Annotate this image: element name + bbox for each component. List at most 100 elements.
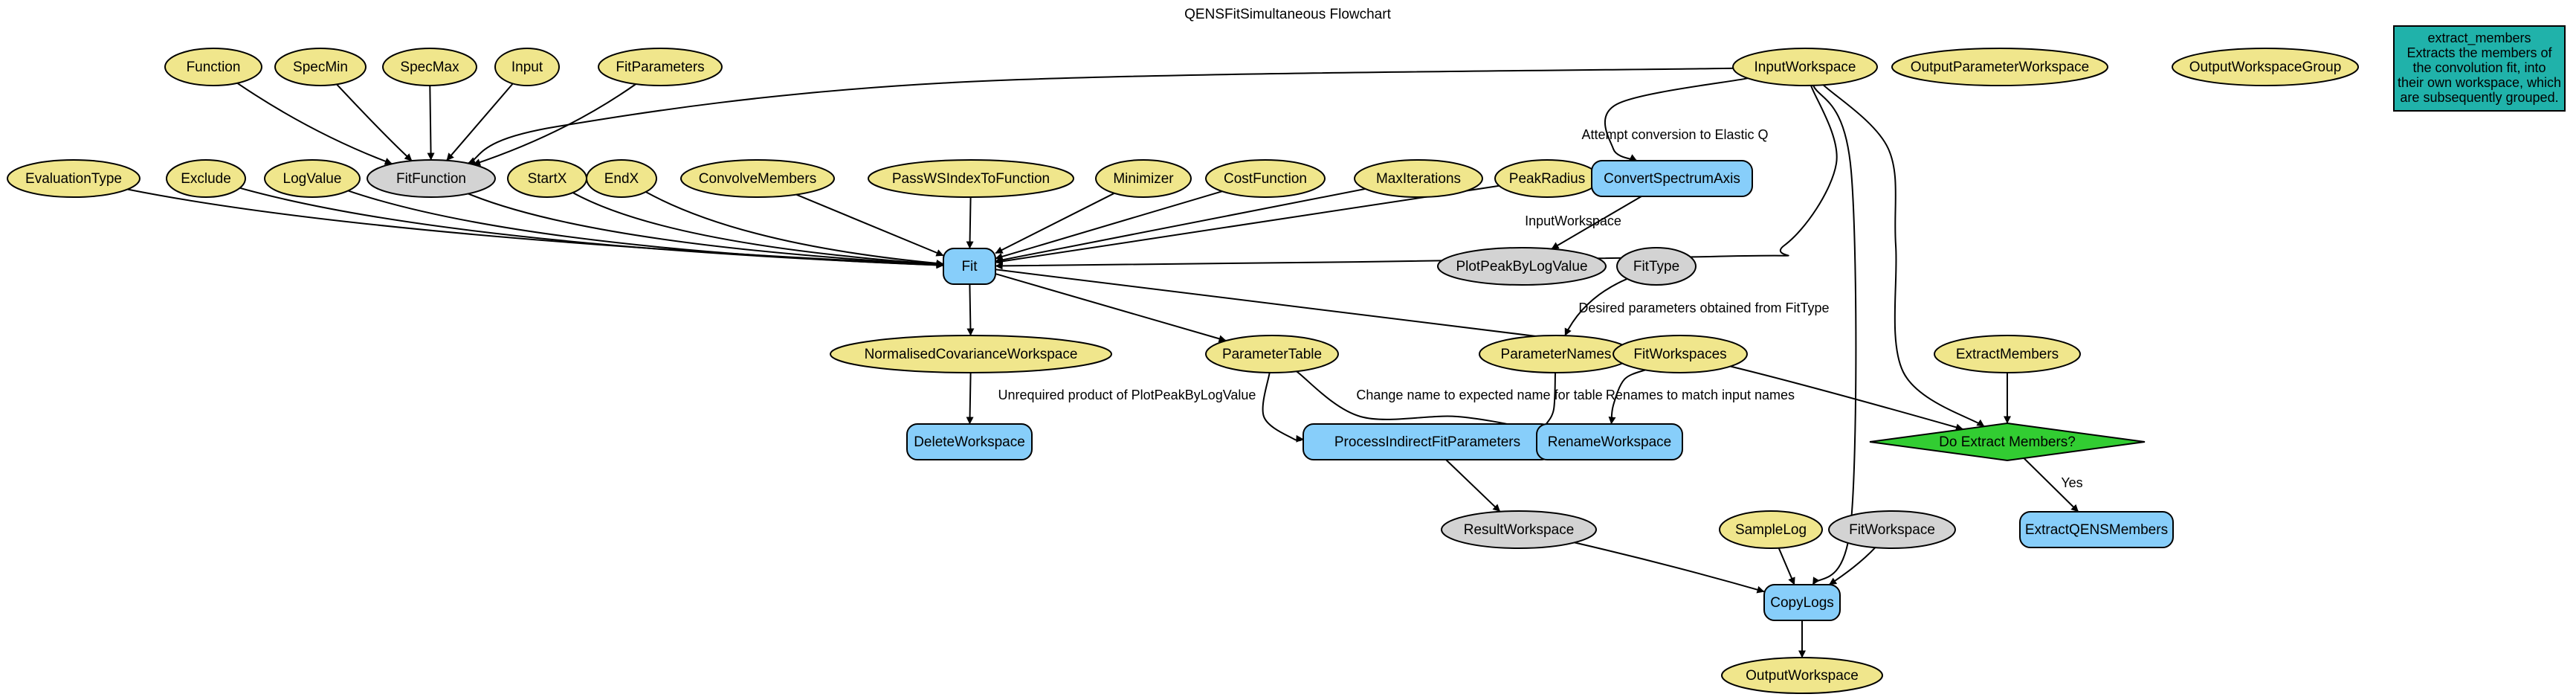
property-ellipse bbox=[264, 159, 361, 198]
node-extract-qensmembers: ExtractQENSMembers bbox=[2019, 511, 2174, 548]
edge-fit-to-parameter-table bbox=[995, 273, 1227, 343]
node-label: FitFunction bbox=[396, 171, 466, 187]
node-fit-type: FitType bbox=[1616, 247, 1697, 286]
node-label: CopyLogs bbox=[1770, 595, 1834, 611]
node-label: DeleteWorkspace bbox=[914, 434, 1025, 450]
node-label: SampleLog bbox=[1735, 522, 1807, 538]
node-label: Fit bbox=[961, 259, 978, 274]
edge-label: Yes bbox=[2061, 475, 2082, 490]
node-exclude: Exclude bbox=[166, 159, 246, 198]
algorithm-box bbox=[1591, 160, 1753, 197]
note-box bbox=[2393, 25, 2566, 112]
node-label: SpecMin bbox=[293, 60, 348, 75]
property-ellipse bbox=[1205, 335, 1339, 373]
edge-spec-min-to-fit-function bbox=[336, 83, 413, 161]
edge-minimizer-to-fit bbox=[995, 192, 1115, 254]
node-label: ExtractQENSMembers bbox=[2025, 522, 2168, 538]
node-label: PassWSIndexToFunction bbox=[892, 171, 1050, 187]
edge-max-iterations-to-fit bbox=[995, 187, 1366, 264]
node-max-iterations: MaxIterations bbox=[1354, 159, 1483, 198]
property-ellipse bbox=[830, 335, 1112, 373]
value-ellipse bbox=[1828, 510, 1956, 549]
property-ellipse bbox=[680, 159, 835, 198]
node-fit: Fit bbox=[943, 248, 996, 285]
property-ellipse bbox=[586, 159, 657, 198]
edge-exclude-to-fit bbox=[239, 187, 944, 269]
edge-normalised-covariance-workspace-to-delete-workspace bbox=[966, 372, 974, 425]
property-ellipse bbox=[1354, 159, 1483, 198]
node-label: FitWorkspace bbox=[1849, 522, 1935, 538]
edge-layer: Attempt conversion to Elastic Q InputWork… bbox=[127, 67, 2083, 658]
node-label: MaxIterations bbox=[1376, 171, 1461, 187]
node-label: RenameWorkspace bbox=[1548, 434, 1672, 450]
node-cost-function: CostFunction bbox=[1205, 159, 1326, 198]
node-label: EvaluationType bbox=[25, 171, 122, 187]
node-spec-min: SpecMin bbox=[274, 48, 367, 86]
edge-label: Renames to match input names bbox=[1606, 388, 1795, 402]
note-line: Extracts the members of bbox=[2406, 45, 2552, 60]
node-label: OutputWorkspace bbox=[1746, 668, 1859, 684]
node-label: Do Extract Members? bbox=[1939, 434, 2076, 450]
edge-start-x-to-fit bbox=[572, 192, 944, 268]
edge-label: InputWorkspace bbox=[1525, 213, 1621, 228]
node-label: ResultWorkspace bbox=[1464, 522, 1575, 538]
node-output-parameter-workspace: OutputParameterWorkspace bbox=[1891, 48, 2108, 86]
node-label: FitType bbox=[1633, 259, 1679, 274]
node-delete-workspace: DeleteWorkspace bbox=[906, 423, 1033, 460]
edge-process-indirect-fit-parameters-to-result-workspace bbox=[1445, 459, 1501, 513]
edge-input-workspace-to-fit-function bbox=[468, 67, 1734, 164]
node-fit-function: FitFunction bbox=[367, 159, 496, 198]
node-sample-log: SampleLog bbox=[1719, 510, 1823, 549]
node-parameter-names: ParameterNames bbox=[1479, 335, 1633, 373]
note-line: extract_members bbox=[2427, 30, 2531, 46]
node-output-workspace: OutputWorkspace bbox=[1721, 657, 1883, 694]
decision-diamond bbox=[1869, 422, 2146, 462]
algorithm-box bbox=[1536, 423, 1683, 460]
edge-input-workspace-to-copy-logs bbox=[1812, 85, 1857, 585]
property-ellipse bbox=[274, 48, 367, 86]
property-ellipse bbox=[494, 48, 560, 86]
property-ellipse bbox=[2172, 48, 2359, 86]
algorithm-box bbox=[906, 423, 1033, 460]
edge-label: Unrequired product of PlotPeakByLogValue bbox=[998, 388, 1256, 402]
edge-input-to-fit-function bbox=[446, 83, 514, 161]
edge-input-workspace-to-convert-spectrum-axis bbox=[1604, 77, 1749, 161]
edge-fit-type-to-parameter-names bbox=[1564, 277, 1628, 336]
edge-fit-workspace-to-copy-logs bbox=[1828, 547, 1876, 585]
property-ellipse bbox=[166, 159, 246, 198]
node-label: Input bbox=[511, 60, 543, 75]
node-copy-logs: CopyLogs bbox=[1763, 584, 1841, 621]
node-label: ExtractMembers bbox=[1956, 347, 2059, 362]
node-fit-workspaces: FitWorkspaces bbox=[1613, 335, 1748, 373]
property-ellipse bbox=[382, 48, 477, 86]
property-ellipse bbox=[1095, 159, 1192, 198]
node-label: ParameterTable bbox=[1222, 347, 1322, 362]
algorithm-box bbox=[2019, 511, 2174, 548]
edge-fit-workspaces-to-rename-workspace bbox=[1608, 369, 1646, 425]
node-start-x: StartX bbox=[507, 159, 587, 198]
node-log-value: LogValue bbox=[264, 159, 361, 198]
edge-end-x-to-fit bbox=[645, 191, 944, 267]
node-label: InputWorkspace bbox=[1755, 60, 1856, 75]
node-label: OutputParameterWorkspace bbox=[1911, 60, 2089, 75]
value-ellipse bbox=[1616, 247, 1697, 286]
edge-parameter-table-to-rename-workspace bbox=[1296, 370, 1537, 433]
value-ellipse bbox=[1437, 247, 1607, 286]
edge-pass-wsindex-to-function-to-fit bbox=[966, 196, 974, 249]
node-result-workspace: ResultWorkspace bbox=[1441, 510, 1597, 549]
edge-sample-log-to-copy-logs bbox=[1778, 547, 1795, 585]
edge-log-value-to-fit bbox=[347, 190, 944, 269]
node-label: PlotPeakByLogValue bbox=[1456, 259, 1587, 274]
note-line: the convolution fit, into bbox=[2412, 60, 2546, 75]
node-label: CostFunction bbox=[1224, 171, 1307, 187]
property-ellipse bbox=[1205, 159, 1326, 198]
node-fit-parameters: FitParameters bbox=[598, 48, 723, 86]
property-ellipse bbox=[1891, 48, 2108, 86]
edge-label: Attempt conversion to Elastic Q bbox=[1581, 127, 1768, 142]
node-label: FitParameters bbox=[616, 60, 704, 75]
node-parameter-table: ParameterTable bbox=[1205, 335, 1339, 373]
node-plot-peak-by-log-value: PlotPeakByLogValue bbox=[1437, 247, 1607, 286]
node-peak-radius: PeakRadius bbox=[1494, 159, 1600, 198]
